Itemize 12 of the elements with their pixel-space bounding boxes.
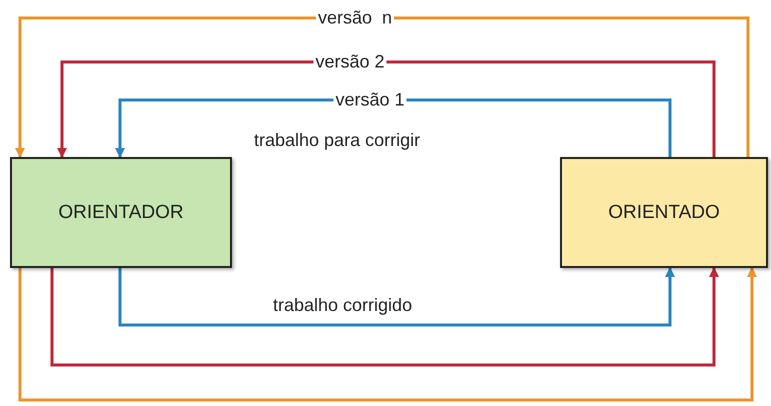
node-label: ORIENTADOR: [58, 202, 184, 224]
node-label: ORIENTADO: [608, 202, 720, 224]
connector-arrow: [115, 98, 672, 158]
connector-arrow: [57, 60, 716, 158]
connector-arrow: [118, 267, 675, 326]
process-box: [560, 157, 768, 268]
connector-arrow: [15, 16, 750, 158]
connector-arrow: [50, 267, 719, 366]
connector-arrow: [18, 267, 757, 402]
annotation-text: trabalho corrigido: [273, 295, 412, 316]
process-box: [10, 157, 232, 268]
annotation-text: trabalho para corrigir: [254, 130, 420, 151]
